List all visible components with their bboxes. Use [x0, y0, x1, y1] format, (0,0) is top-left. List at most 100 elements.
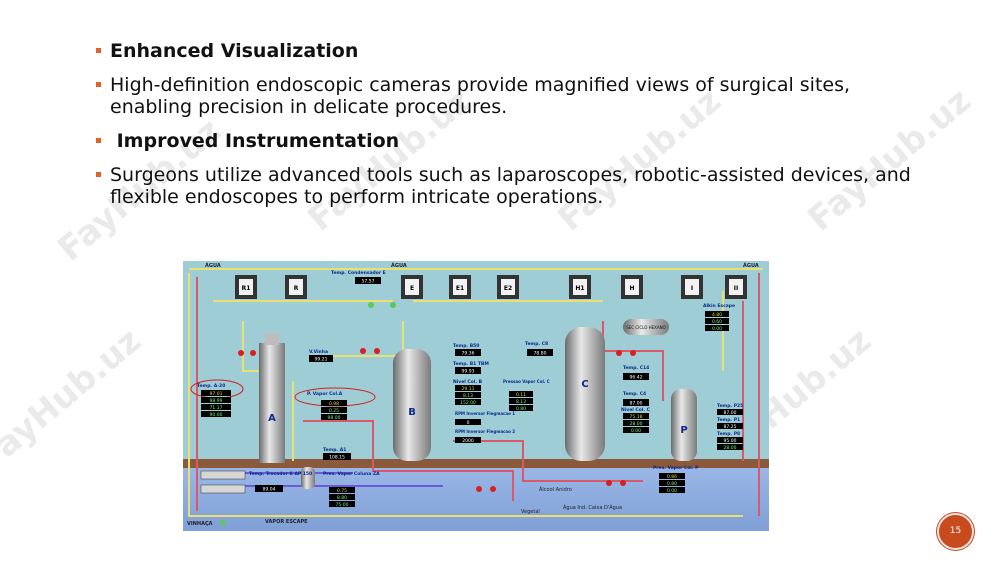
svg-text:0.86: 0.86 — [667, 474, 677, 480]
svg-text:Temp. P8: Temp. P8 — [717, 431, 740, 437]
svg-text:Alkin Escape: Alkin Escape — [703, 303, 735, 309]
svg-text:Temp. Condensador E: Temp. Condensador E — [331, 270, 386, 276]
svg-text:0.80: 0.80 — [667, 481, 677, 487]
vessel-za — [301, 467, 315, 489]
label-vapor-escape: VAPOR ESCAPE — [265, 519, 308, 525]
panel-alkin: Alkin Escape 4.80 0.60 0.00 — [703, 303, 735, 332]
svg-text:108.15: 108.15 — [329, 455, 345, 461]
svg-text:E1: E1 — [456, 285, 464, 292]
svg-text:Nivel Col. C: Nivel Col. C — [621, 407, 651, 413]
svg-text:0.25: 0.25 — [329, 408, 339, 414]
condenser-i: I — [681, 275, 703, 299]
bullet-text: High-definition endoscopic cameras provi… — [110, 74, 851, 118]
column-c: C — [565, 327, 605, 461]
svg-text:Temp. P25: Temp. P25 — [717, 403, 743, 409]
bullet-item: Surgeons utilize advanced tools such as … — [96, 164, 916, 208]
svg-text:E2: E2 — [504, 285, 512, 292]
bullet-item: Enhanced Visualization — [96, 40, 916, 62]
svg-text:98.99: 98.99 — [210, 398, 223, 404]
svg-text:75.00: 75.00 — [336, 502, 349, 508]
svg-text:87.00: 87.00 — [724, 410, 737, 416]
panel-pres-p: Pres. Vapor Col. P 0.86 0.80 0.00 — [653, 465, 699, 494]
panel-condensador: Temp. Condensador E 57.57 — [331, 270, 386, 285]
bullet-text: Surgeons utilize advanced tools such as … — [110, 164, 911, 208]
watermark: FayHub.uz — [0, 320, 149, 480]
svg-text:99.21: 99.21 — [315, 357, 328, 363]
panel-rpm: RPM Inversor Flegmacao 1 0 RPM Inversor … — [455, 411, 515, 444]
svg-text:97.01: 97.01 — [210, 391, 223, 397]
svg-text:78.80: 78.80 — [534, 351, 547, 357]
bullet-text: Enhanced Visualization — [110, 40, 359, 62]
svg-text:Pressao Vapor Col. C: Pressao Vapor Col. C — [503, 379, 550, 384]
svg-text:0.00: 0.00 — [712, 326, 722, 332]
svg-text:79.36: 79.36 — [462, 351, 475, 357]
panel-temp-c4: Temp. C4 87.00 — [623, 391, 649, 407]
condenser-e2: E2 — [497, 275, 519, 299]
svg-text:57.57: 57.57 — [362, 279, 375, 285]
svg-text:Temp. C8: Temp. C8 — [525, 341, 548, 347]
svg-text:87.25: 87.25 — [724, 424, 737, 430]
svg-text:99.93: 99.93 — [462, 369, 475, 375]
svg-text:Temp. B50: Temp. B50 — [453, 343, 479, 349]
svg-text:Temp. A-20: Temp. A-20 — [197, 383, 225, 389]
label-agua: ÁGUA — [205, 262, 221, 269]
svg-text:II: II — [734, 285, 738, 292]
label-vegetal: Vegetal — [521, 509, 540, 515]
column-p: P — [671, 389, 697, 461]
label-agua-3: ÁGUA — [743, 262, 759, 269]
label-agua-2: ÁGUA — [391, 262, 407, 269]
panel-pressao-c: Pressao Vapor Col. C 0.11 8.13 0.80 — [503, 379, 550, 412]
svg-text:96.42: 96.42 — [630, 375, 643, 381]
svg-text:H1: H1 — [575, 285, 584, 292]
svg-text:C: C — [581, 379, 588, 390]
svg-text:P. Vapor Col.A: P. Vapor Col.A — [307, 391, 343, 397]
column-b: B — [393, 349, 431, 461]
process-diagram: ÁGUA ÁGUA ÁGUA VINHAÇA VAPOR ESCAPE Vege… — [183, 261, 769, 531]
panel-temp-b1: Temp. B1 TBM 99.93 — [453, 361, 489, 375]
svg-text:8.13: 8.13 — [516, 399, 526, 405]
panel-nivel-b: Nivel Col. B 29.11 8.13 152.00 — [453, 379, 483, 406]
label-vinhaca: VINHAÇA — [187, 521, 213, 527]
bullet-marker — [96, 138, 101, 143]
panel-trocador: Temp. Trocador K AP 150 89.04 — [249, 471, 312, 493]
page-number: 15 — [937, 513, 974, 550]
bullet-marker — [96, 172, 101, 177]
svg-text:E: E — [410, 285, 414, 292]
svg-text:98.00: 98.00 — [328, 415, 341, 421]
condenser-r1: R1 — [235, 275, 257, 299]
bullet-text: Improved Instrumentation — [110, 130, 400, 152]
svg-text:Temp. B1 TBM: Temp. B1 TBM — [453, 361, 489, 367]
label-agua-ind: Água Ind. Caixa D'Água — [563, 504, 622, 511]
condenser-h1: H1 — [569, 275, 591, 299]
svg-text:SEC CICLO HEXANO: SEC CICLO HEXANO — [626, 325, 666, 330]
svg-text:89.04: 89.04 — [263, 487, 276, 493]
floor-beam — [183, 459, 769, 468]
valves — [220, 302, 636, 526]
sec-tank: SEC CICLO HEXANO — [623, 319, 669, 335]
svg-text:B: B — [408, 407, 416, 418]
panel-nivel-c: Nivel Col. C 75.18 28.00 0.00 — [621, 407, 651, 434]
svg-text:0.11: 0.11 — [516, 392, 526, 398]
svg-text:71.17: 71.17 — [210, 405, 223, 411]
column-a: A — [259, 333, 285, 463]
svg-text:29.11: 29.11 — [462, 386, 475, 392]
condenser-ii: II — [725, 275, 747, 299]
panel-temp-c14: Temp. C14 96.42 — [623, 365, 649, 381]
panel-temp-a20: Temp. A-20 97.01 98.99 71.17 90.00 — [190, 379, 244, 418]
svg-text:0.00: 0.00 — [631, 428, 641, 434]
svg-text:Temp. C14: Temp. C14 — [623, 365, 649, 371]
svg-text:R1: R1 — [242, 285, 251, 292]
heat-exchanger-k — [200, 470, 246, 494]
svg-text:Temp. Trocador K AP 150: Temp. Trocador K AP 150 — [249, 471, 312, 477]
svg-text:90.00: 90.00 — [210, 412, 223, 418]
svg-text:0: 0 — [467, 420, 470, 426]
svg-text:Pres. Vapor Coluna ZA: Pres. Vapor Coluna ZA — [323, 471, 380, 477]
svg-text:28.00: 28.00 — [630, 421, 643, 427]
svg-text:R: R — [294, 285, 299, 292]
svg-text:A: A — [268, 413, 276, 424]
svg-text:0.60: 0.60 — [712, 319, 722, 325]
condenser-h: H — [621, 275, 643, 299]
svg-text:RPM Inversor Flegmacao 2: RPM Inversor Flegmacao 2 — [455, 429, 515, 434]
svg-text:H: H — [629, 285, 634, 292]
svg-text:0.75: 0.75 — [337, 488, 347, 494]
